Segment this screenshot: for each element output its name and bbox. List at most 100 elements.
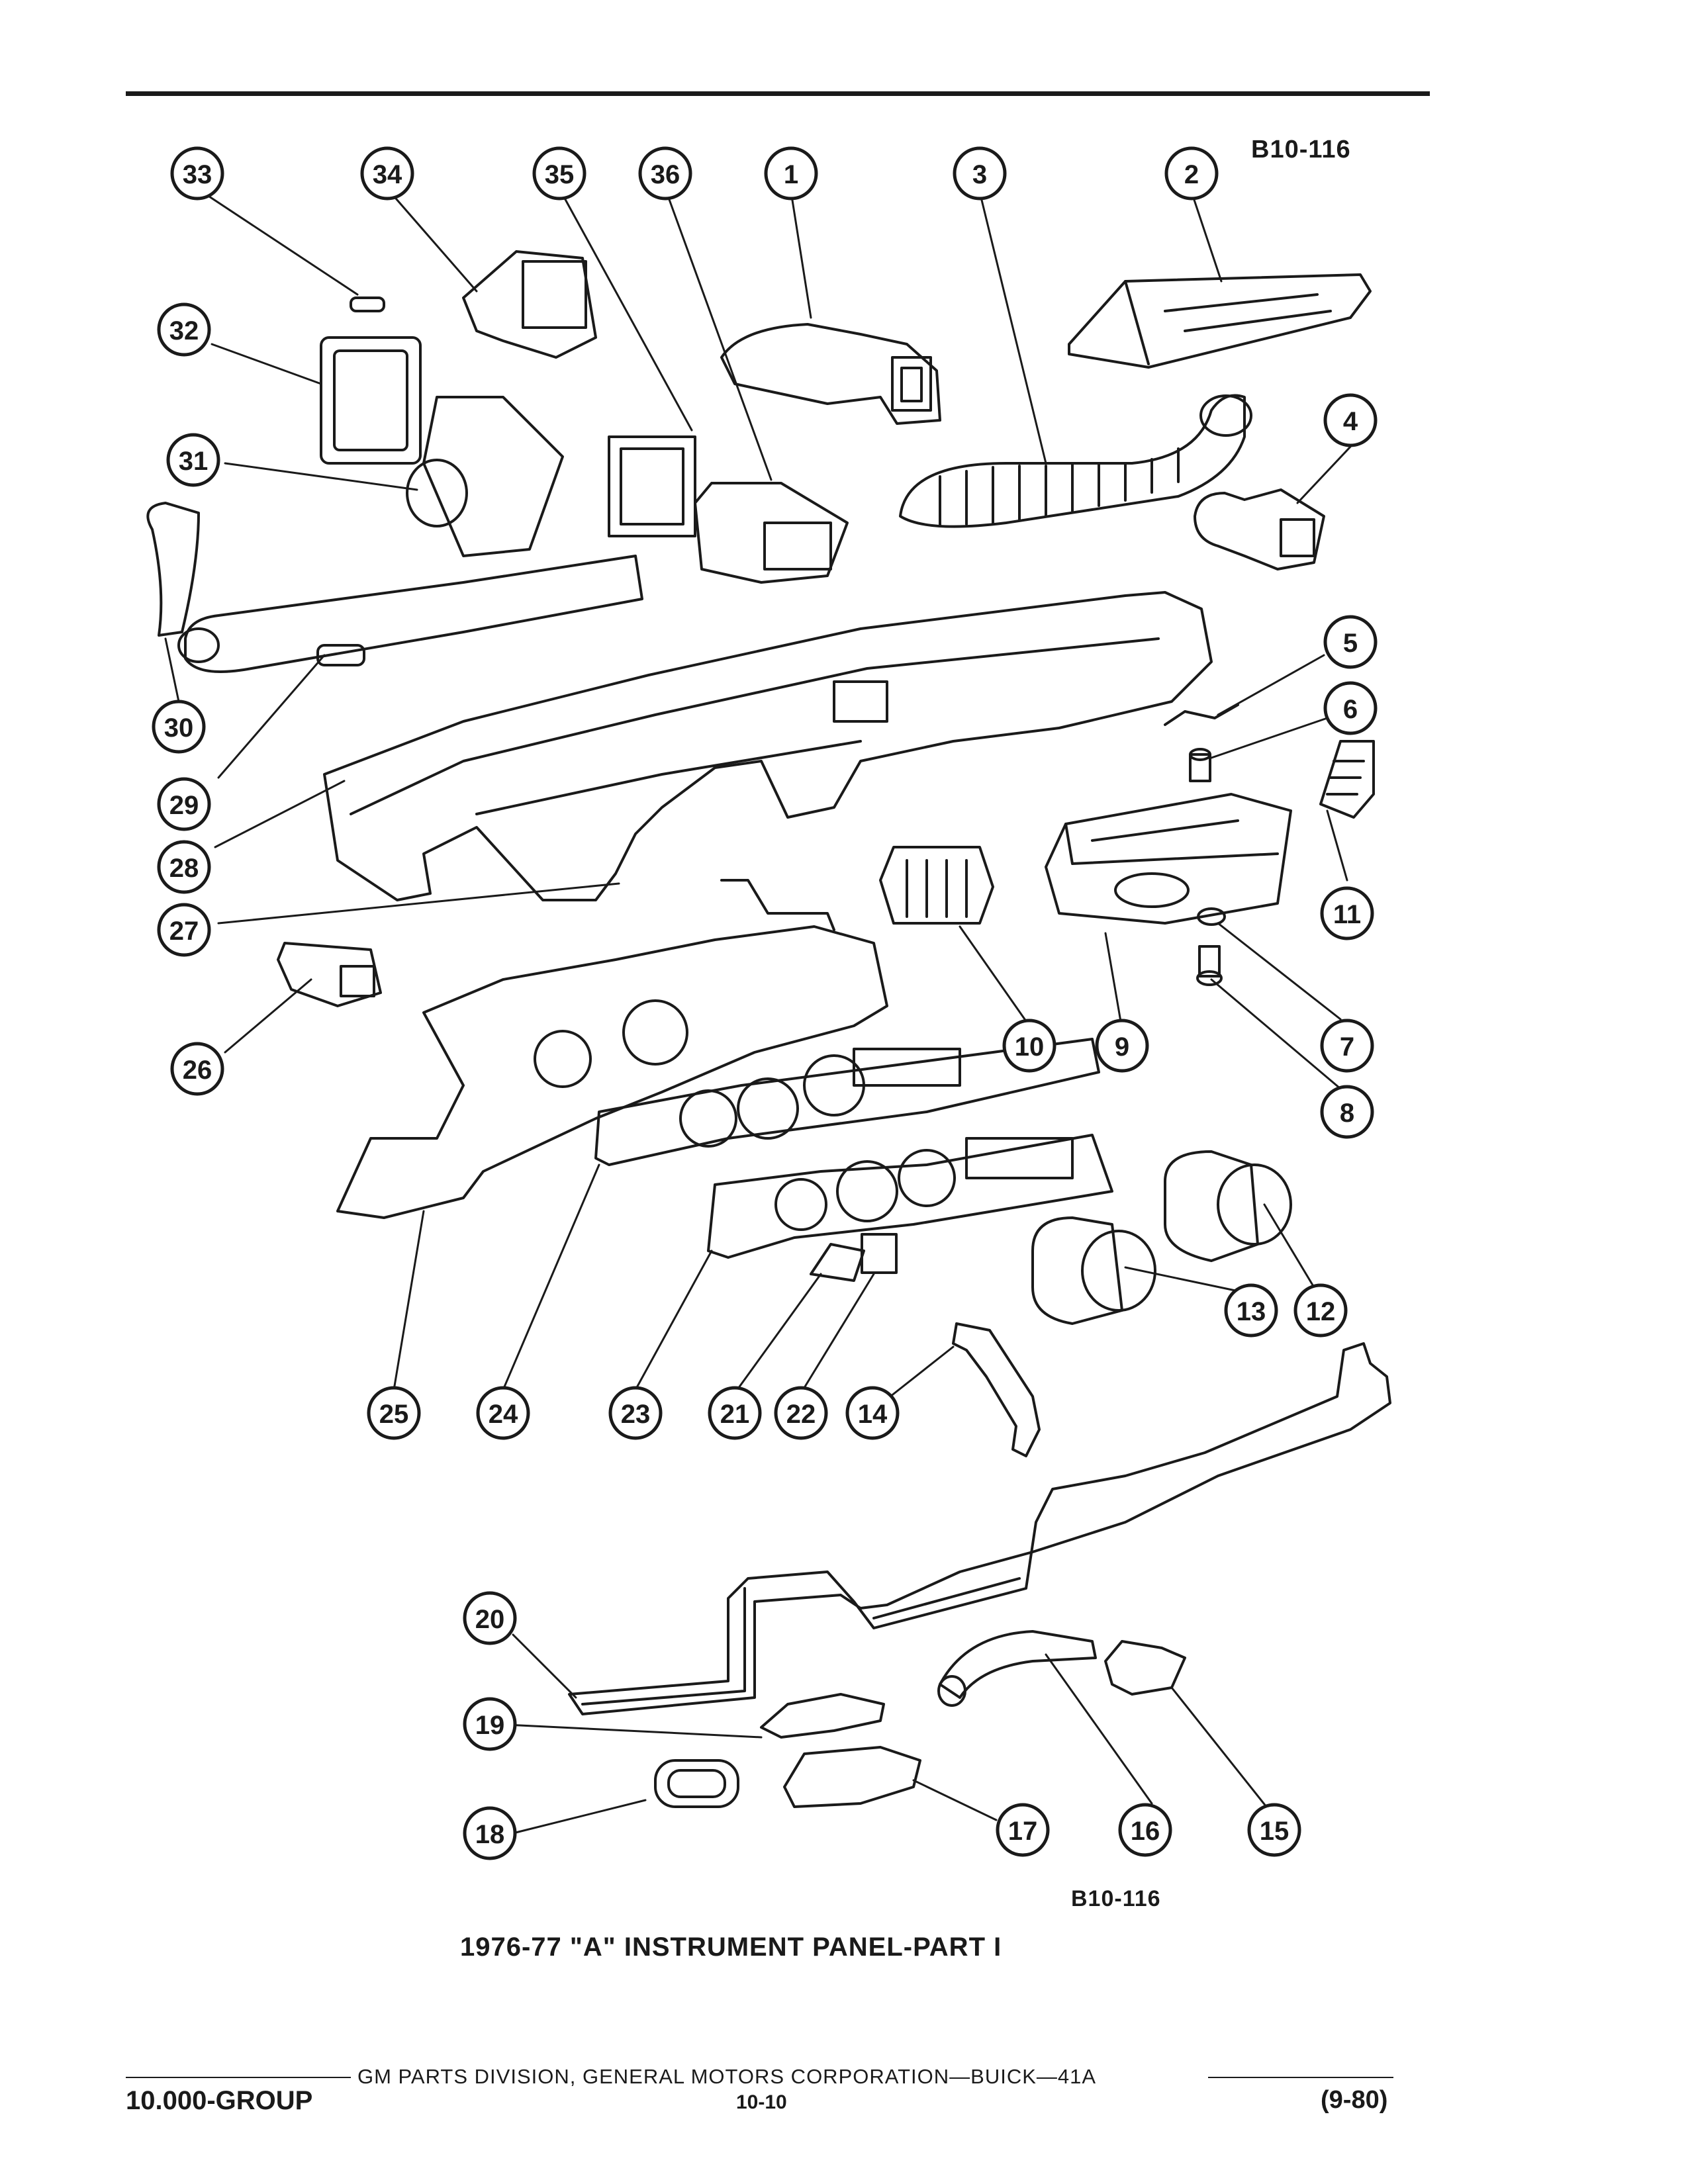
callout-number: 14 xyxy=(858,1400,888,1429)
part-clip-small xyxy=(350,296,385,312)
part-switch-bezels xyxy=(810,1233,898,1282)
callout-number: 36 xyxy=(651,160,680,189)
part-left-duct-hose xyxy=(146,502,643,673)
callout-11: 11 xyxy=(1320,886,1374,940)
callout-number: 18 xyxy=(475,1820,505,1849)
part-gasket xyxy=(320,336,422,465)
footer-rule-left xyxy=(126,2077,351,2078)
callout-number: 11 xyxy=(1333,900,1361,929)
callout-number: 7 xyxy=(1340,1032,1354,1062)
callout-circle xyxy=(476,1386,530,1440)
callout-circle xyxy=(1118,1803,1172,1857)
callout-10: 10 xyxy=(1002,1019,1056,1073)
callout-circle xyxy=(996,1803,1050,1857)
callout-23: 23 xyxy=(608,1386,663,1440)
callout-22: 22 xyxy=(774,1386,828,1440)
figure-caption: 1976-77 "A" INSTRUMENT PANEL-PART I xyxy=(460,1933,1002,1962)
callout-9: 9 xyxy=(1095,1019,1149,1073)
footer-rule-right xyxy=(1208,2077,1393,2078)
part-instrument-panel-pad xyxy=(323,591,1213,901)
callout-15: 15 xyxy=(1247,1803,1301,1857)
callout-number: 10 xyxy=(1015,1032,1045,1062)
callout-circle xyxy=(157,903,211,957)
footer-publisher: GM PARTS DIVISION, GENERAL MOTORS CORPOR… xyxy=(357,2065,1097,2088)
callout-7: 7 xyxy=(1320,1019,1374,1073)
part-seal xyxy=(608,435,696,537)
figure-code-bottom: B10-116 xyxy=(1071,1886,1161,1911)
callout-circle xyxy=(774,1386,828,1440)
callout-circle xyxy=(463,1591,517,1645)
part-duct-elbow xyxy=(720,323,941,425)
part-instrument-panel-housing xyxy=(336,879,888,1219)
callout-20: 20 xyxy=(463,1591,517,1645)
part-defroster-duct xyxy=(1068,273,1372,369)
callout-number: 34 xyxy=(373,160,402,189)
callout-25: 25 xyxy=(367,1386,421,1440)
callout-number: 25 xyxy=(379,1400,409,1429)
callout-number: 5 xyxy=(1343,629,1358,658)
callout-number: 6 xyxy=(1343,695,1358,724)
part-right-outlet xyxy=(1319,740,1375,819)
part-latch-knob xyxy=(1196,907,1226,986)
callout-number: 3 xyxy=(972,160,987,189)
callout-number: 21 xyxy=(720,1400,750,1429)
part-flex-hose xyxy=(899,394,1252,528)
callout-1: 1 xyxy=(764,146,818,201)
callout-circle xyxy=(1320,886,1374,940)
part-duct-adapter xyxy=(462,250,597,359)
callout-number: 24 xyxy=(489,1400,518,1429)
callout-19: 19 xyxy=(463,1697,517,1751)
callout-number: 2 xyxy=(1184,160,1199,189)
part-lock-cylinder xyxy=(1189,748,1211,782)
part-small-nozzle xyxy=(1104,1640,1186,1696)
callout-circle xyxy=(157,840,211,894)
callout-number: 16 xyxy=(1131,1817,1160,1846)
callout-circle xyxy=(764,146,818,201)
callout-number: 28 xyxy=(169,854,199,883)
part-grommet xyxy=(654,1759,739,1808)
part-retainer-clip xyxy=(1164,704,1239,726)
callout-32: 32 xyxy=(157,302,211,357)
callout-number: 4 xyxy=(1343,407,1358,436)
callout-number: 23 xyxy=(621,1400,651,1429)
part-bracket xyxy=(952,1322,1041,1457)
footer-group: 10.000-GROUP xyxy=(126,2086,313,2115)
callout-34: 34 xyxy=(360,146,414,201)
callout-33: 33 xyxy=(170,146,224,201)
callout-35: 35 xyxy=(532,146,586,201)
part-left-outlet xyxy=(277,942,382,1007)
callout-8: 8 xyxy=(1320,1085,1374,1139)
callout-27: 27 xyxy=(157,903,211,957)
part-lower-bracket xyxy=(783,1746,921,1808)
callout-4: 4 xyxy=(1323,393,1378,447)
callout-number: 9 xyxy=(1115,1032,1129,1062)
callout-14: 14 xyxy=(845,1386,900,1440)
callout-circle xyxy=(1320,1019,1374,1073)
callout-17: 17 xyxy=(996,1803,1050,1857)
part-cluster-bezels xyxy=(594,1038,1113,1259)
callout-circle xyxy=(170,146,224,201)
callout-number: 29 xyxy=(169,791,199,820)
callout-circle xyxy=(1323,393,1378,447)
callout-31: 31 xyxy=(166,433,220,487)
callout-number: 17 xyxy=(1008,1817,1038,1846)
callout-26: 26 xyxy=(170,1042,224,1096)
callout-circle xyxy=(463,1697,517,1751)
callout-number: 1 xyxy=(784,160,798,189)
callout-number: 32 xyxy=(169,316,199,345)
callout-24: 24 xyxy=(476,1386,530,1440)
part-clip-plate xyxy=(760,1693,885,1739)
part-small-hose xyxy=(937,1630,1097,1707)
callout-circle xyxy=(367,1386,421,1440)
callout-circle xyxy=(1095,1019,1149,1073)
part-glove-box-door xyxy=(1045,793,1292,925)
callout-5: 5 xyxy=(1323,615,1378,669)
part-center-outlet xyxy=(879,846,994,925)
callout-circle xyxy=(953,146,1007,201)
part-outlet-housing xyxy=(694,482,849,584)
callout-36: 36 xyxy=(638,146,692,201)
leader-lines xyxy=(164,187,1352,1835)
